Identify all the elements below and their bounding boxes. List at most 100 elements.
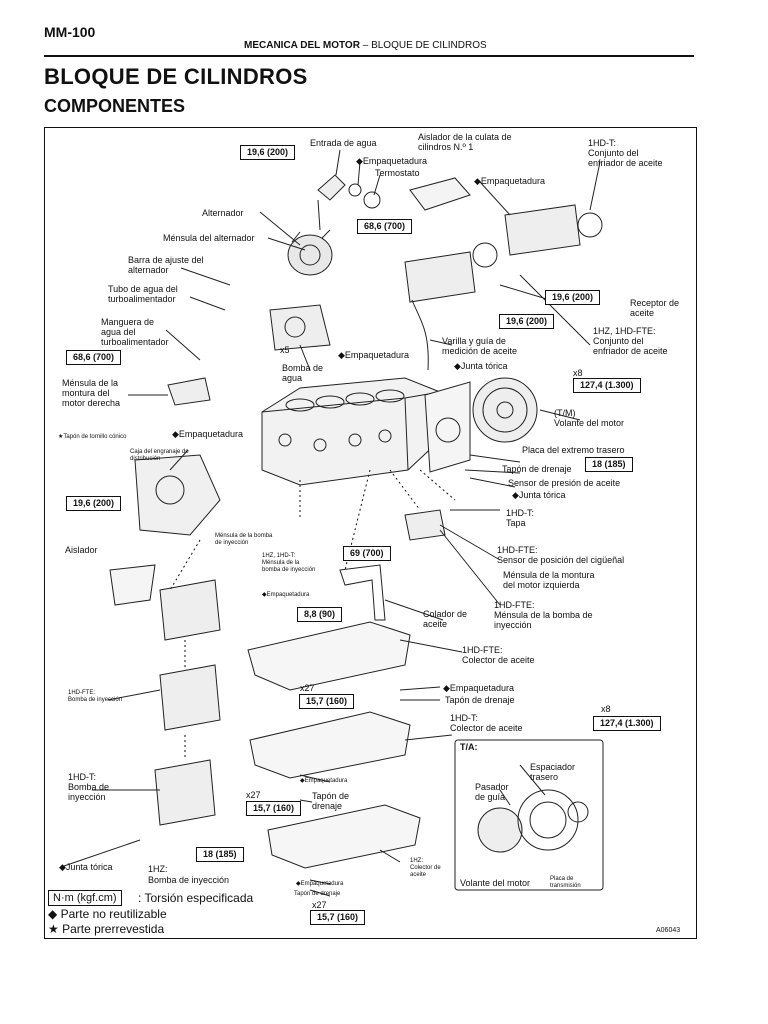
label-1hdfte-sensor: 1HD-FTE:	[497, 545, 538, 555]
label-placa-transmision-2: transmisión	[550, 883, 581, 889]
label-pasador-guia-2: de guía	[475, 792, 506, 802]
label-1hz-enfriador: 1HZ, 1HD-FTE:	[593, 326, 656, 336]
label-mensula-izq-2: del motor izquierda	[503, 580, 580, 590]
label-mensula-izq: Ménsula de la montura	[503, 570, 595, 580]
label-pasador-guia: Pasador	[475, 782, 509, 792]
page-subtitle: COMPONENTES	[44, 96, 186, 116]
label-x8: x8	[573, 368, 583, 378]
torque-spec: 19,6 (200)	[66, 496, 122, 511]
label-empaquetadura: ◆Empaquetadura	[474, 176, 545, 186]
torque-spec: 15,7 (160)	[299, 694, 355, 709]
label-alternador: Alternador	[202, 208, 244, 218]
label-bomba-agua: Bomba de	[282, 363, 324, 373]
label-ta: T/A:	[460, 742, 478, 752]
label-1hdt-bomba-2: Bomba de	[68, 782, 110, 792]
torque-spec: 15,7 (160)	[310, 910, 366, 925]
label-tapon-de-2: drenaje	[312, 801, 343, 811]
label-junta-torica: ◆Junta tórica	[59, 862, 113, 872]
section-main: MECANICA DEL MOTOR	[244, 40, 360, 51]
section-header: MECANICA DEL MOTOR – BLOQUE DE CILINDROS	[244, 40, 487, 51]
torque-spec: 15,7 (160)	[246, 801, 302, 816]
label-tapon-de: Tapón de	[312, 791, 350, 801]
label-bomba-agua-2: agua	[282, 373, 303, 383]
label-espaciador-2: trasero	[530, 772, 559, 782]
label-1hz-mensula: 1HZ, 1HD-T:	[262, 553, 296, 559]
torque-spec: 68,6 (700)	[357, 219, 413, 234]
label-tapon-conico: ★Tapón de tornillo cónico	[58, 434, 127, 440]
label-1hdfte-colector: 1HD-FTE:	[462, 645, 503, 655]
page-title: BLOQUE DE CILINDROS	[44, 64, 308, 89]
label-empaquetadura: ◆Empaquetadura	[300, 778, 348, 784]
label-barra-ajuste: Barra de ajuste del	[128, 255, 204, 265]
section-separator: –	[362, 40, 369, 51]
label-x27: x27	[300, 683, 315, 693]
label-1hz-colector: 1HZ:	[410, 858, 424, 864]
figure-id: A06043	[656, 927, 681, 934]
torque-spec: 127,4 (1.300)	[573, 378, 641, 393]
torque-spec: 19,6 (200)	[545, 290, 601, 305]
label-1hz-bomba-2: Bomba de inyección	[148, 875, 230, 885]
torque-spec: 19,6 (200)	[499, 314, 555, 329]
oil-pan-drawings	[247, 621, 421, 869]
label-tm: (T/M)	[554, 408, 576, 418]
label-espaciador: Espaciador	[530, 762, 576, 772]
label-x5: x5	[280, 345, 290, 355]
label-empaquetadura: ◆Empaquetadura	[356, 156, 427, 166]
label-empaquetadura: ◆Empaquetadura	[262, 592, 310, 598]
label-1hz-mensula-2: Ménsula de la	[262, 560, 300, 566]
label-colador-2: aceite	[423, 619, 448, 629]
label-1hdfte-mensula-3: inyección	[494, 620, 532, 630]
label-1hdt-enfriador-2: Conjunto del	[588, 148, 639, 158]
label-1hz-colector-3: aceite	[410, 872, 427, 878]
label-aislador: Aislador	[65, 545, 98, 555]
automatic-transmission-inset	[454, 739, 604, 891]
label-placa-transmision: Placa de	[550, 876, 574, 882]
flywheel-drawing	[472, 377, 538, 443]
torque-spec: 18 (185)	[196, 847, 244, 862]
oil-cooler-drawing	[404, 204, 603, 303]
label-1hz-bomba: 1HZ:	[148, 864, 168, 874]
label-1hdt-tapa-2: Tapa	[506, 518, 526, 528]
label-x27: x27	[312, 900, 327, 910]
label-empaquetadura: ◆Empaquetadura	[296, 881, 344, 887]
label-1hz-colector-2: Colector de	[410, 865, 441, 871]
label-barra-ajuste-2: alternador	[128, 265, 169, 275]
label-tapon-drenaje: Tapón de drenaje	[294, 891, 341, 897]
label-aislador-culata: Aislador de la culata de	[418, 132, 512, 142]
label-colador: Colador de	[423, 609, 468, 619]
label-mensula-der: Ménsula de la	[62, 378, 119, 388]
label-1hz-enfriador-3: enfriador de aceite	[593, 346, 668, 356]
label-x27: x27	[246, 790, 261, 800]
page-number: MM-100	[44, 24, 96, 40]
label-tubo-agua: Tubo de agua del	[108, 284, 178, 294]
cylinder-block	[261, 377, 441, 486]
label-1hdt-bomba-3: inyección	[68, 792, 106, 802]
label-1hdfte-bomba-2: Bomba de inyección	[68, 697, 123, 703]
label-empaquetadura: ◆Empaquetadura	[443, 683, 514, 693]
label-placa-extremo: Placa del extremo trasero	[522, 445, 625, 455]
legend-torsion: : Torsión especificada	[138, 891, 254, 905]
label-junta-torica: ◆Junta tórica	[512, 490, 566, 500]
label-x8: x8	[601, 704, 611, 714]
legend-prerrevestida: ★ Parte prerrevestida	[48, 922, 165, 936]
label-1hdfte-mensula: 1HD-FTE:	[494, 600, 535, 610]
label-tapon-drenaje: Tapón de drenaje	[502, 464, 572, 474]
label-1hdt-bomba: 1HD-T:	[68, 772, 97, 782]
label-1hdfte-mensula-2: Ménsula de la bomba de	[494, 610, 593, 620]
label-1hdt-colector: 1HD-T:	[450, 713, 479, 723]
label-manguera-3: turboalimentador	[101, 337, 169, 347]
label-entrada-agua: Entrada de agua	[310, 138, 377, 148]
label-receptor-aceite: Receptor de	[630, 298, 680, 308]
alternator-drawing	[287, 229, 333, 276]
label-caja-engranaje-2: distribución	[130, 456, 161, 462]
label-receptor-aceite-2: aceite	[630, 308, 655, 318]
label-1hdt-enfriador-3: enfriador de aceite	[588, 158, 663, 168]
torque-spec: 8,8 (90)	[297, 607, 343, 622]
label-mensula-der-2: montura del	[62, 388, 110, 398]
label-caja-engranaje: Caja del engranaje de	[130, 449, 189, 455]
torque-spec: 68,6 (700)	[66, 350, 122, 365]
label-manguera-2: agua del	[101, 327, 136, 337]
label-1hdt-enfriador: 1HD-T:	[588, 138, 617, 148]
legend-no-reutilizable: ◆ Parte no reutilizable	[48, 907, 167, 921]
label-1hdfte-sensor-2: Sensor de posición del cigüeñal	[497, 555, 625, 565]
